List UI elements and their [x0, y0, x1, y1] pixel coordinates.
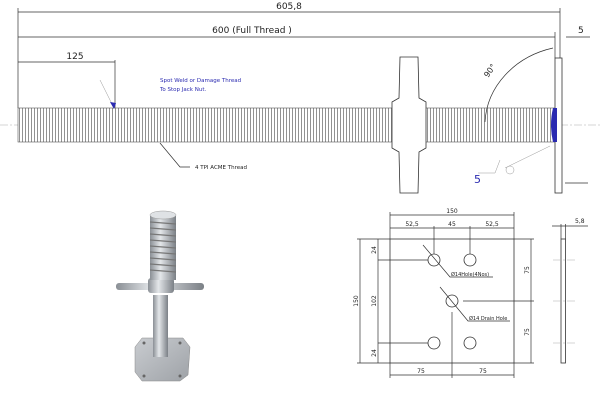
spot-weld-note-line2: To Stop Jack Nut.	[159, 87, 206, 93]
hole-vertical-spacing-label: 102	[371, 295, 378, 307]
base-plate-view: 150 52,5 45 52,5 150 24 102 24 75 75 75 …	[353, 208, 588, 378]
half-right-top-label: 75	[524, 266, 531, 274]
bolt-hole	[463, 253, 477, 267]
thread-length-label: 600 (Full Thread )	[212, 26, 292, 36]
thread-note: 4 TPI ACME Thread	[195, 165, 247, 171]
hole-spacing-label: 45	[448, 221, 456, 228]
rod-side-view: 605,8 600 (Full Thread ) 5 125 Spot Weld…	[0, 2, 600, 194]
angle-label: 90°	[482, 62, 498, 79]
weld-bead	[551, 108, 557, 142]
threaded-rod	[17, 107, 556, 143]
edge-offset-left-label: 52,5	[405, 221, 419, 228]
edge-bottom-label: 24	[371, 349, 378, 357]
bolt-hole	[427, 336, 441, 350]
bolt-hole	[463, 336, 477, 350]
overall-length-label: 605,8	[276, 2, 302, 12]
spot-weld-note-line1: Spot Weld or Damage Thread	[160, 78, 241, 84]
plate-width-label: 150	[446, 208, 458, 215]
drain-hole-note: Ø14 Drain Hole	[469, 315, 507, 322]
hole-note: Ø14Hole(4Nos)	[451, 271, 489, 278]
base-jack-photo	[116, 210, 204, 382]
edge-top-label: 24	[371, 246, 378, 254]
half-bottom-left-label: 75	[417, 368, 425, 375]
weld-size-label: 5	[474, 173, 481, 186]
jack-nut-handle	[391, 56, 427, 194]
plate-thickness-label: 5	[578, 26, 584, 36]
plate-height-label: 150	[353, 295, 360, 307]
half-right-bottom-label: 75	[524, 328, 531, 336]
half-bottom-right-label: 75	[479, 368, 487, 375]
bolt-hole	[427, 253, 441, 267]
stop-distance-label: 125	[66, 52, 83, 62]
plate-thickness-side-label: 5,8	[575, 218, 585, 225]
edge-offset-right-label: 52,5	[485, 221, 499, 228]
